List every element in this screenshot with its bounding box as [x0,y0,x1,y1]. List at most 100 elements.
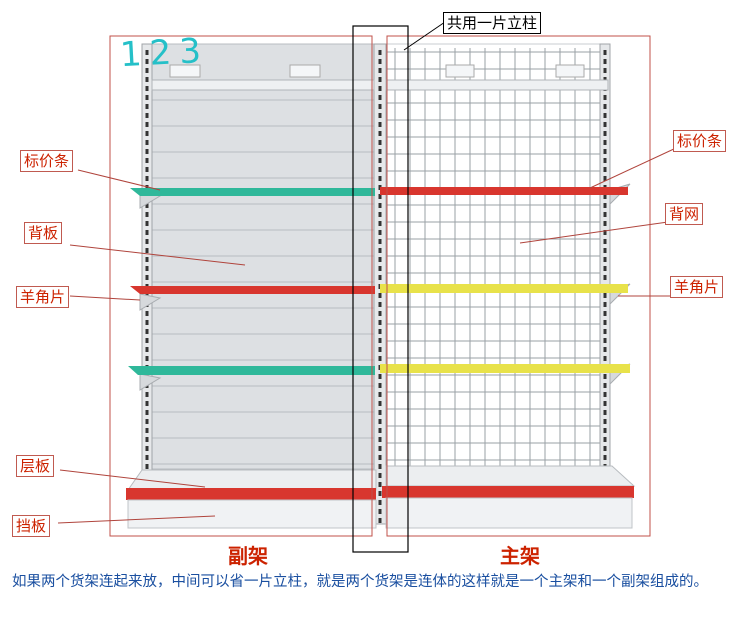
post-hole [603,167,607,172]
post-hole [603,131,607,136]
post-hole [145,50,149,55]
post-hole [378,437,382,442]
post-hole [378,464,382,469]
secondary-rack-outline [109,35,373,537]
post-hole [378,509,382,514]
post-hole [145,86,149,91]
post-hole [145,446,149,451]
post-hole [145,311,149,316]
post-hole [603,122,607,127]
shared-post-outline [352,25,409,553]
post-hole [145,221,149,226]
post-hole [378,455,382,460]
post-hole [603,410,607,415]
main-rack-outline [386,35,651,537]
post-hole [603,248,607,253]
label-price-strip-right: 标价条 [673,130,727,152]
leader-lines [57,21,677,524]
post-hole [378,446,382,451]
post-hole [603,419,607,424]
post-hole [378,113,382,118]
post-hole [603,392,607,397]
post-hole [145,95,149,100]
post-hole [378,338,382,343]
post-hole [378,194,382,199]
label-back-net: 背网 [665,203,704,225]
post-hole [145,347,149,352]
label-shelf-board: 层板 [16,455,55,477]
post-hole [603,221,607,226]
post-hole [145,212,149,217]
post-hole [378,77,382,82]
post-hole [145,275,149,280]
post-hole [145,68,149,73]
post-hole [378,311,382,316]
post-hole [603,212,607,217]
label-price-strip-left: 标价条 [20,150,74,172]
post-hole [378,275,382,280]
post-hole [603,104,607,109]
post-hole [378,329,382,334]
post-hole [603,302,607,307]
post-hole [378,419,382,424]
post-hole [378,383,382,388]
post-hole [378,176,382,181]
top-rail-right [385,79,609,91]
post-hole [378,50,382,55]
shelf-strip-right-1 [380,187,628,195]
post-hole [378,347,382,352]
post-hole [145,59,149,64]
post-hole [378,158,382,163]
handwritten-number: 123 [119,30,210,76]
post-hole [145,167,149,172]
post-hole [603,257,607,262]
label-bracket-right: 羊角片 [670,276,724,298]
post-hole [378,230,382,235]
post-hole [378,257,382,262]
post-hole [603,239,607,244]
post-hole [378,104,382,109]
post-hole [378,482,382,487]
post-hole [145,77,149,82]
post-hole [378,239,382,244]
hook [169,64,201,78]
post-hole [145,401,149,406]
post-hole [378,149,382,154]
shelf-strip-right-2 [380,284,628,293]
post-left [141,43,153,525]
post-hole [145,203,149,208]
post-hole [603,149,607,154]
post-hole [145,392,149,397]
post-hole [603,140,607,145]
post-hole [378,95,382,100]
post-hole [145,428,149,433]
post-hole [603,311,607,316]
post-hole [603,266,607,271]
post-hole [378,410,382,415]
post-hole [378,401,382,406]
post-hole [603,383,607,388]
post-hole [145,356,149,361]
post-hole [378,221,382,226]
post-hole [145,419,149,424]
main-rack-back-net [384,43,611,470]
post-hole [145,131,149,136]
post-hole [603,347,607,352]
post-hole [378,131,382,136]
post-hole [603,338,607,343]
shelf-strip-left-3 [128,366,375,375]
base-shelf [126,465,636,529]
post-hole [378,266,382,271]
post-hole [603,158,607,163]
post-hole [603,113,607,118]
post-hole [378,428,382,433]
post-hole [378,293,382,298]
post-hole [603,356,607,361]
post-hole [603,176,607,181]
shelf-strip-left-1 [130,188,375,196]
post-hole [378,86,382,91]
label-kick-plate: 挡板 [12,515,51,537]
post-hole [145,113,149,118]
post-hole [603,59,607,64]
label-shared-post: 共用一片立柱 [443,12,542,34]
